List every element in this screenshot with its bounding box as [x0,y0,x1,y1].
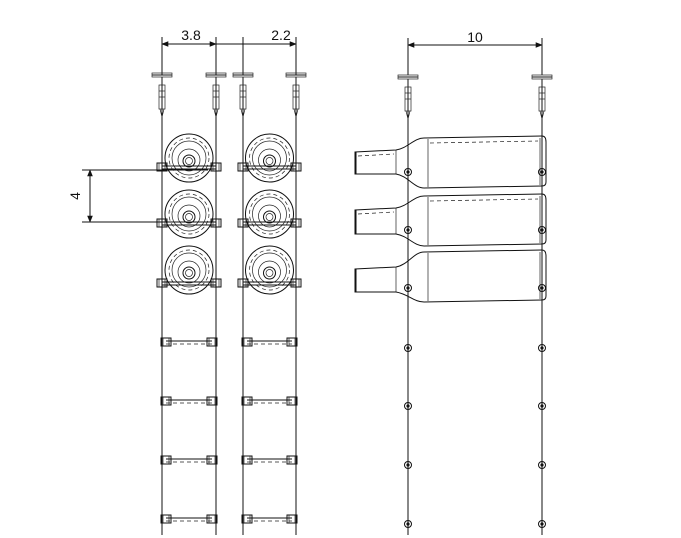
side-view [354,74,553,535]
bottle-side [354,249,547,303]
clamp-bar [160,396,218,406]
front-view [151,72,307,535]
fixing-point [404,520,412,528]
fixing-point [538,284,546,292]
dimension-side: 10 [407,29,543,75]
clamp-bar [237,162,302,172]
clamp-bar [241,455,298,465]
wall-anchor [205,72,227,118]
bottle-side [354,135,547,189]
bottle-end [164,133,214,183]
clamp-bar [241,396,298,406]
fixing-point [404,168,412,176]
fixing-point [538,168,546,176]
fixing-point [538,344,546,352]
bottle-end [164,189,214,239]
fixing-point [538,461,546,469]
clamp-bar [160,514,218,524]
wall-anchor [285,72,307,118]
wall-anchor [397,74,419,120]
clamp-bar [156,278,222,288]
dimension-label-10: 10 [467,29,483,45]
dimension-label-4: 4 [67,192,83,200]
bottle-end [245,245,294,295]
wall-anchor [531,74,553,120]
dimension-label-3-8: 3.8 [181,27,201,43]
fixing-point [538,520,546,528]
fixing-point [404,461,412,469]
fixing-point [538,402,546,410]
bottle-end [245,133,294,183]
dimension-label-2-2: 2.2 [271,27,291,43]
dimension-front-b: 2.2 [216,27,297,75]
dimension-front-a: 3.8 [161,27,217,75]
wall-anchor [151,72,173,118]
fixing-point [404,402,412,410]
clamp-bar [241,514,298,524]
clamp-bar [156,162,222,172]
clamp-bar [156,218,222,228]
clamp-bar [241,337,298,347]
clamp-bar [237,218,302,228]
clamp-bar [237,278,302,288]
fixing-point [404,226,412,234]
clamp-bar [160,337,218,347]
bottle-end [164,245,214,295]
fixing-point [404,284,412,292]
bottle-end [245,189,294,239]
wall-anchor [232,72,254,118]
bottle-side [354,193,547,247]
fixing-point [404,344,412,352]
fixing-point [538,226,546,234]
clamp-bar [160,455,218,465]
